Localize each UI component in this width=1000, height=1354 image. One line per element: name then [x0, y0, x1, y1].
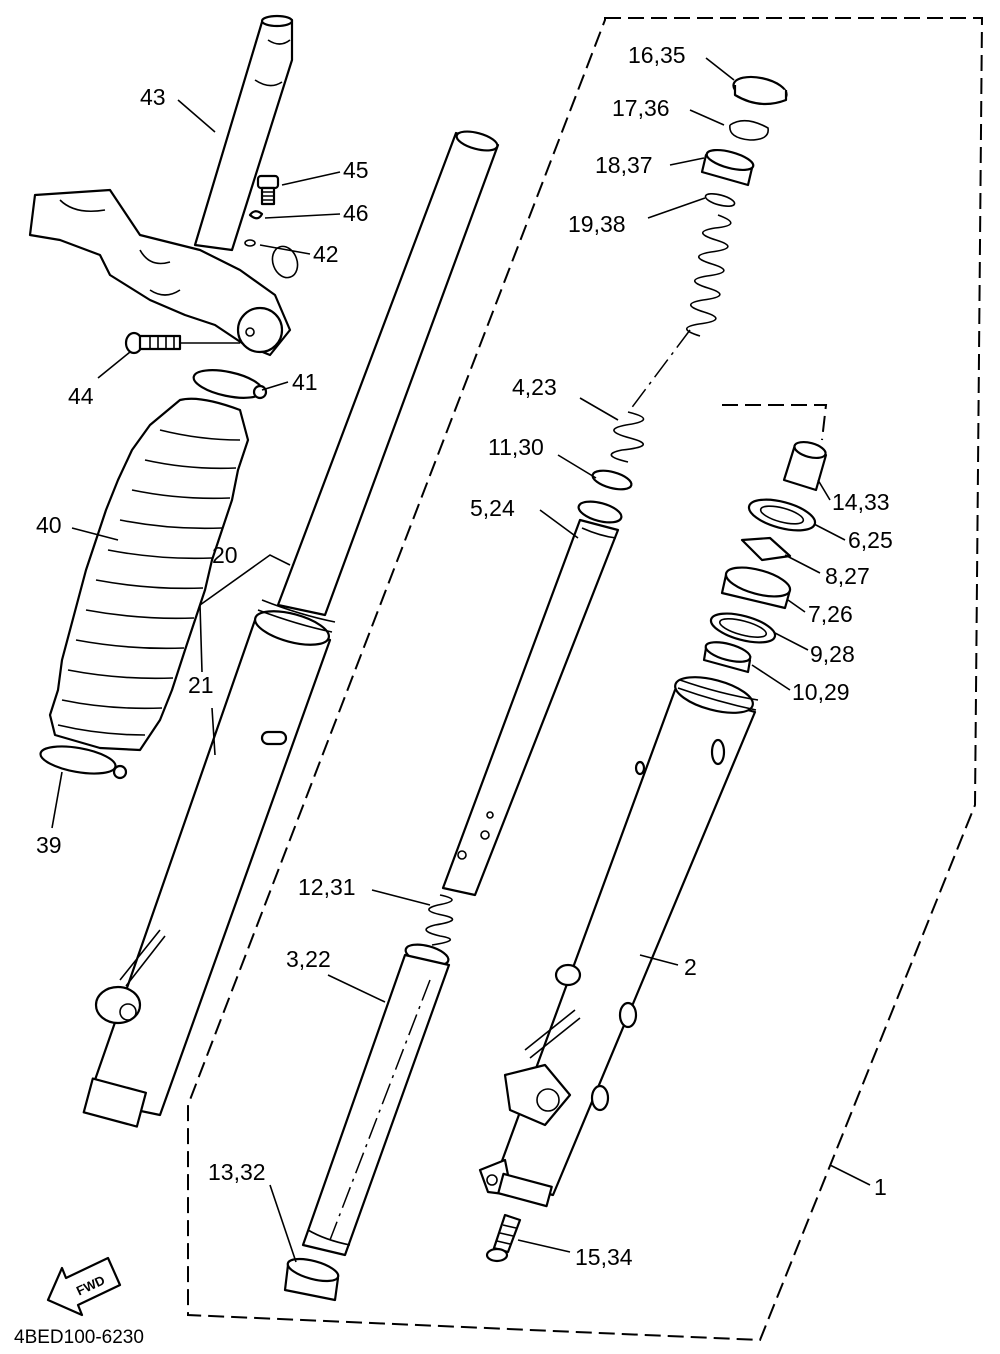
leader-41 [261, 381, 289, 391]
leader-7-26 [787, 599, 806, 613]
leader-3-22 [327, 974, 386, 1003]
label-45: 45 [343, 157, 369, 183]
part-12-31-rebound-spring [425, 894, 454, 946]
leader-18-37 [669, 157, 705, 166]
leader-20 [199, 554, 291, 606]
label-19-38: 19,38 [568, 211, 626, 237]
label-13-32: 13,32 [208, 1159, 266, 1185]
leader-2 [639, 954, 679, 966]
label-5-24: 5,24 [470, 495, 515, 521]
label-21: 21 [188, 672, 214, 698]
label-1: 1 [874, 1174, 887, 1200]
leader-21 [199, 604, 216, 756]
leader-10-29 [751, 664, 791, 691]
leader-40 [71, 527, 119, 541]
leader-45 [281, 171, 341, 186]
leader-1 [829, 1164, 871, 1186]
label-41: 41 [292, 369, 318, 395]
leader-44 [97, 351, 131, 379]
label-12-31: 12,31 [298, 874, 356, 900]
label-14-33: 14,33 [832, 489, 890, 515]
part-5-24-damper-rod [441, 500, 623, 897]
part-20-inner-tube [276, 130, 500, 617]
label-6-25: 6,25 [848, 527, 893, 553]
part-42-clip [244, 239, 299, 279]
label-16-35: 16,35 [628, 42, 686, 68]
part-7-26-oil-seal [720, 566, 792, 610]
label-7-26: 7,26 [808, 601, 853, 627]
part-21-outer-tube [82, 599, 336, 1128]
part-9-28-washer [709, 612, 777, 644]
part-43-steering-stem [193, 14, 294, 252]
part-19-38-o-ring [704, 193, 736, 207]
leader-11-30 [557, 454, 597, 479]
label-20: 20 [212, 542, 238, 568]
label-42: 42 [313, 241, 339, 267]
part-44-bolt [124, 331, 182, 355]
label-9-28: 9,28 [810, 641, 855, 667]
diagram-code: 4BED100-6230 [14, 1327, 144, 1348]
part-8-27-stopper-ring [740, 536, 792, 562]
part-4-23-fork-spring [610, 214, 732, 463]
label-11-30: 11,30 [488, 434, 544, 460]
leader-8-27 [784, 554, 821, 574]
leader-15-34 [517, 1239, 571, 1253]
part-11-30-piston-ring [591, 469, 633, 491]
assembly-1-outline [187, 17, 984, 1342]
part-13-32-oil-lock-piece [283, 1257, 340, 1302]
leader-43 [177, 99, 216, 133]
leader-4-23 [579, 397, 619, 421]
leader-12-31 [371, 889, 431, 906]
fwd-arrow: FWD [46, 1256, 122, 1317]
part-39-clamp [39, 745, 128, 780]
label-8-27: 8,27 [825, 563, 870, 589]
part-3-22-damper-cylinder [301, 943, 451, 1257]
label-18-37: 18,37 [595, 152, 653, 178]
leader-19-38 [647, 197, 706, 219]
label-17-36: 17,36 [612, 95, 670, 121]
label-4-23: 4,23 [512, 374, 557, 400]
leader-16-35 [705, 57, 735, 81]
leader-17-36 [689, 109, 725, 126]
label-46: 46 [343, 200, 369, 226]
leader-5-24 [539, 509, 579, 539]
part-18-37-cap-bolt [700, 148, 755, 187]
part-45-bolt [256, 174, 280, 206]
part-17-36-circlip [729, 119, 769, 141]
part-2-outer-tube [478, 676, 759, 1208]
leader-42 [259, 244, 311, 255]
part-10-29-bushing [702, 641, 752, 674]
label-15-34: 15,34 [575, 1244, 633, 1270]
label-3-22: 3,22 [286, 946, 331, 972]
leader-46 [264, 213, 341, 219]
part-6-25-dust-seal [747, 498, 817, 532]
part-46-washer [248, 210, 264, 220]
part-16-35-cap [732, 75, 788, 106]
label-2: 2 [684, 954, 697, 980]
leader-6-25 [813, 523, 846, 541]
label-43: 43 [140, 84, 166, 110]
part-41-clamp [192, 369, 268, 400]
label-40: 40 [36, 512, 62, 538]
leader-14-33 [817, 479, 831, 501]
leader-9-28 [774, 632, 809, 651]
seal-group-outline [722, 404, 828, 441]
part-15-34-drain-bolt [485, 1213, 522, 1263]
label-44: 44 [68, 383, 94, 409]
label-39: 39 [36, 832, 62, 858]
leader-39 [51, 771, 63, 829]
label-10-29: 10,29 [792, 679, 850, 705]
part-43-lower-bracket [28, 188, 292, 357]
leader-13-32 [269, 1184, 297, 1263]
part-40-fork-boot [48, 397, 250, 752]
part-14-33-slide-bushing [782, 440, 828, 492]
